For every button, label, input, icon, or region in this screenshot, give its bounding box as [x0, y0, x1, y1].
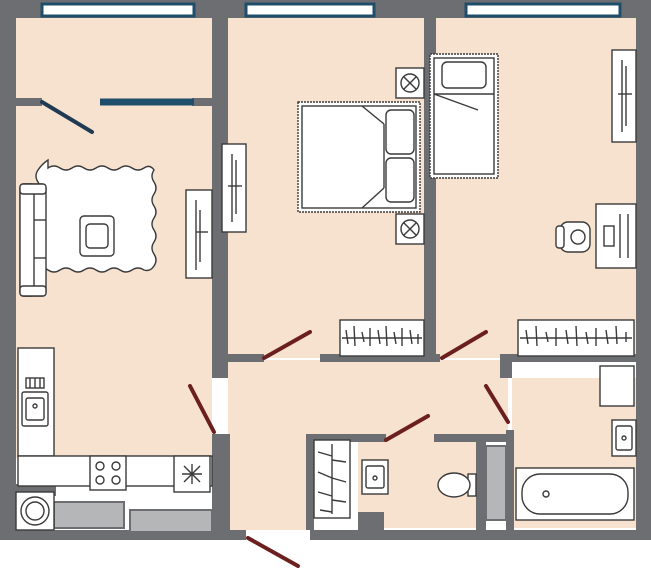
washer-bath: [599, 365, 635, 407]
coffee-table: [79, 215, 115, 257]
wall-right: [636, 0, 651, 540]
wardrobe-second: [611, 49, 637, 143]
door-living-nook: [40, 100, 94, 134]
shower-rack: [313, 439, 351, 519]
wall-living-nook: [16, 98, 42, 106]
wall-living-nook-right: [192, 98, 212, 106]
wall-master-bottom-b: [320, 354, 440, 362]
wall-toilet-top: [434, 434, 508, 442]
sofa: [19, 183, 47, 297]
wall-left: [0, 0, 16, 540]
door-living: [188, 384, 216, 434]
furniture: [15, 49, 637, 531]
wall-bath-left: [506, 430, 514, 530]
wardrobe-master: [221, 143, 247, 233]
wall-second-bottom: [500, 354, 636, 362]
window-living: [40, 2, 196, 18]
window-master: [244, 2, 376, 18]
door-toilet: [384, 414, 430, 442]
floor-hall: [228, 360, 508, 440]
wall-wc-left: [310, 434, 358, 442]
windows: [40, 2, 622, 106]
door-second: [440, 330, 488, 360]
office-chair: [555, 221, 591, 253]
wall-wc-top: [358, 434, 386, 442]
wall-wc-low: [358, 512, 384, 532]
nightstand-top: [395, 67, 425, 99]
wall-toilet-bath: [476, 434, 486, 530]
fridge: [173, 455, 211, 493]
wall-entry-wc: [306, 434, 314, 530]
bathtub: [515, 467, 635, 521]
door-bath: [484, 384, 510, 424]
wall-bottom-left: [0, 530, 246, 540]
toilet: [437, 472, 477, 498]
wall-master-bottom-a: [228, 354, 264, 362]
bathroom-sink-wc: [361, 459, 389, 495]
door-master: [262, 330, 312, 360]
doors: [40, 100, 510, 568]
wall-living-entry: [212, 434, 230, 534]
wall-bottom-right: [310, 530, 651, 540]
wall-living-master: [212, 18, 228, 378]
desk: [595, 203, 637, 269]
closet-second: [517, 319, 635, 357]
window-second: [464, 2, 622, 18]
door-entry: [246, 536, 300, 568]
washing-machine: [15, 491, 55, 531]
bathroom-sink: [611, 419, 637, 457]
stove: [89, 455, 127, 491]
floor-entry: [228, 438, 310, 530]
utility-shaft: [485, 445, 507, 521]
double-bed: [297, 101, 421, 213]
storage-bottom: [129, 509, 213, 533]
storage-washer-zone: [53, 501, 125, 529]
kitchen-sink: [21, 377, 49, 427]
wardrobe-living: [185, 189, 213, 279]
single-bed: [429, 53, 499, 179]
closet-master: [339, 319, 425, 357]
nightstand-bottom: [395, 213, 425, 245]
wall-bath-top: [500, 362, 512, 378]
